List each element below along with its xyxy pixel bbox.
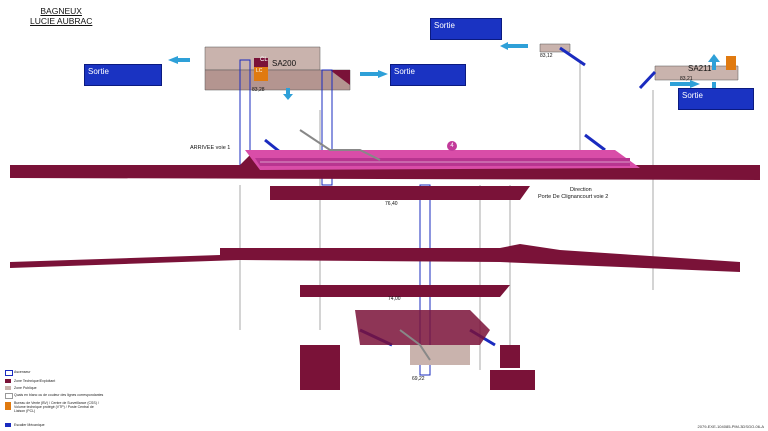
platform-level [10,150,760,200]
arrivee-label: ARRIVEE voie 1 [190,145,231,151]
legend-swatch-lift [5,370,13,376]
lower-level [300,310,535,390]
legend-swatch-escalator [5,423,11,427]
intermediate-level [10,244,740,297]
exit-sign-mid: Sortie [390,64,466,86]
legend-swatch-public [5,386,11,390]
legend-swatch-platform [5,393,13,399]
concourse-sa211 [654,56,739,81]
legend-label-platform: Quais en blanc ou de couleur des lignes … [14,393,104,397]
drawing-code: 2079-EXE-104085-PIM-3DSGO-06-A [697,424,764,429]
legend-label-public: Zone Publique [14,386,37,390]
direction-arrows [168,42,720,100]
elevation-8328: 83,28 [252,87,265,93]
hall-sa211: SA211 [688,64,712,73]
legend-label-escalator: Escalier Mécanique [14,423,45,427]
elevation-7640: 76,40 [385,201,398,207]
elevation-7400: 74,00 [388,296,401,302]
station-name-line2: LUCIE AUBRAC [30,16,93,26]
elevation-8312: 83,12 [540,53,553,59]
direction-label: Direction [570,187,592,193]
station-name-line1: BAGNEUX [40,6,82,16]
legend-label-lift: Ascenseur [14,370,31,374]
hall-sa200: SA200 [272,59,297,68]
elevation-6922: 69,22 [412,376,425,382]
exit-sign-left: Sortie [84,64,162,86]
legend-label-technical: Zone Technique/Exploitant [14,379,56,383]
elevation-8321: 83,21 [680,76,693,82]
lc-room [254,67,268,81]
line-4-badge: 4 [447,141,457,151]
exit-sign-top: Sortie [430,18,502,40]
cl-room [254,58,268,68]
hall-lc: LC [256,68,263,74]
station-name: BAGNEUX LUCIE AUBRAC [30,6,92,26]
concourse-sa200 [204,46,351,91]
stairs [299,129,431,361]
legend-label-office: Bureau de Vente (BV) / Centre de Surveil… [14,401,99,413]
direction-destination-label: Porte De Clignancourt voie 2 [538,194,609,200]
legend-swatch-technical [5,379,11,383]
legend-swatch-office [5,402,11,410]
exit-sign-right: Sortie [678,88,754,110]
hall-cl: CL [260,57,268,63]
